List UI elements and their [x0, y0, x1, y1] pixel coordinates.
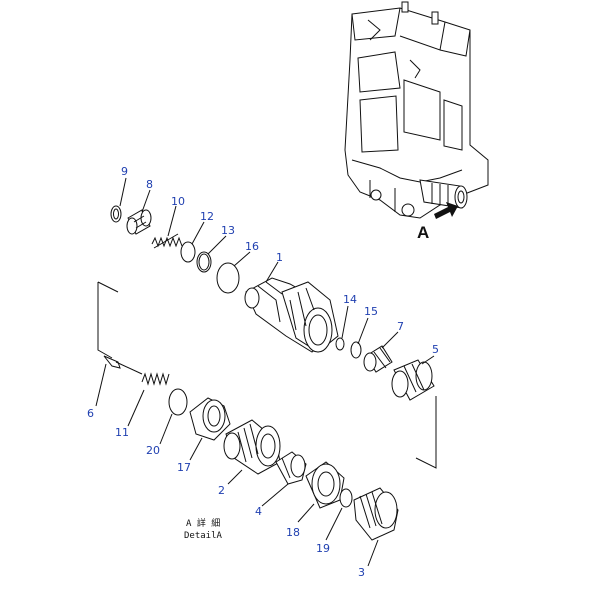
- part-20-ring: [168, 388, 188, 416]
- callout-9: 9: [121, 165, 128, 178]
- callout-13: 13: [221, 224, 235, 237]
- callout-1: 1: [276, 251, 283, 264]
- part-9-snap-ring: [110, 205, 122, 223]
- callout-labels: 9 8 10 12 13 16 1 14 15 7 5 6 11 20 17 2…: [87, 165, 439, 579]
- callout-6: 6: [87, 407, 94, 420]
- callout-16: 16: [245, 240, 259, 253]
- detail-view-label: A: [417, 223, 429, 242]
- part-15-oring: [350, 341, 362, 359]
- caption-japanese: A 詳 細: [186, 517, 220, 529]
- callout-15: 15: [364, 305, 378, 318]
- callout-10: 10: [171, 195, 185, 208]
- part-11-spring: [141, 372, 170, 386]
- callout-2: 2: [218, 484, 225, 497]
- view-arrow: [434, 202, 458, 219]
- callout-20: 20: [146, 444, 160, 457]
- part-7-plug: [363, 345, 393, 373]
- part-1-sleeve: [244, 277, 339, 353]
- part-2-sleeve: [223, 419, 281, 475]
- part-5-cap: [391, 359, 435, 401]
- part-14-oring: [335, 337, 345, 351]
- callout-17: 17: [177, 461, 191, 474]
- part-8-plug: [126, 209, 152, 235]
- callout-8: 8: [146, 178, 153, 191]
- callout-5: 5: [432, 343, 439, 356]
- part-3-plug: [353, 487, 399, 541]
- part-13-ring: [196, 251, 212, 273]
- callout-18: 18: [286, 526, 300, 539]
- part-4-valve: [275, 451, 307, 485]
- leader-lines: [95, 177, 435, 567]
- part-19-oring: [339, 488, 353, 508]
- part-10-spring: [151, 233, 183, 249]
- guide-line-right: [415, 396, 437, 469]
- callout-12: 12: [200, 210, 214, 223]
- valve-block-overview: [344, 1, 489, 219]
- callout-14: 14: [343, 293, 357, 306]
- callout-19: 19: [316, 542, 330, 555]
- part-16-ring: [216, 262, 240, 294]
- caption-english: DetailA: [184, 531, 223, 541]
- callout-3: 3: [358, 566, 365, 579]
- part-12-ring: [180, 241, 196, 263]
- callout-4: 4: [255, 505, 262, 518]
- part-17-nut: [189, 397, 231, 441]
- callout-7: 7: [397, 320, 404, 333]
- callout-11: 11: [115, 426, 129, 439]
- part-6-rod: [103, 355, 143, 375]
- part-18-nut: [305, 461, 345, 509]
- guide-line-left: [97, 281, 119, 359]
